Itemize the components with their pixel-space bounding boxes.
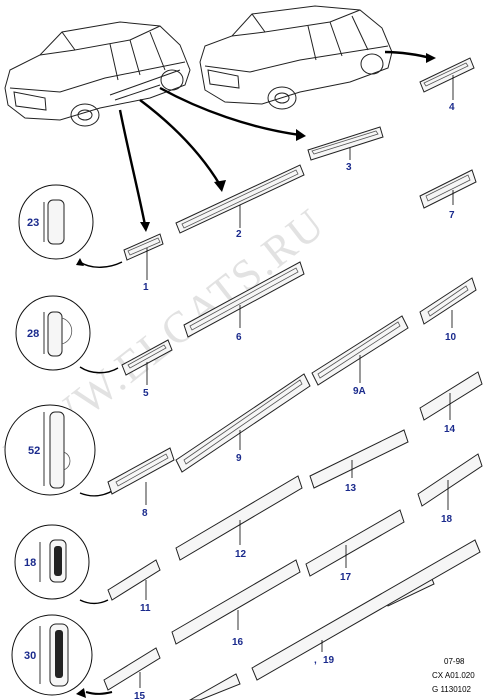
dimension-30: 30 [24, 650, 36, 662]
callout-12: 12 [235, 549, 247, 560]
callout-10: 10 [445, 332, 457, 343]
callout-6: 6 [236, 332, 242, 343]
detail-circle-52: 52 [4, 404, 96, 496]
callout-9a: 9A [353, 386, 366, 397]
part-15: 15 [103, 647, 161, 700]
part-3: 3 [307, 126, 384, 173]
callout-15: 15 [134, 691, 146, 700]
callout-3: 3 [346, 162, 352, 173]
footer-ref-1: CX A01.020 [432, 671, 475, 680]
detail-circle-30: 30 [11, 614, 93, 696]
dimension-52: 52 [28, 445, 40, 457]
dimension-28: 28 [27, 328, 39, 340]
callout-1: 1 [143, 282, 149, 293]
callout-5: 5 [143, 388, 149, 399]
part-7: 7 [419, 169, 477, 221]
arrow-to-part-3 [159, 86, 301, 137]
callout-8: 8 [142, 508, 148, 519]
part-8: 8 [107, 447, 175, 519]
callout-16: 16 [232, 637, 244, 648]
arrow-to-part-1 [118, 109, 147, 226]
part-14: 14 [419, 371, 483, 435]
callout-19: 19 [323, 655, 335, 666]
part-17: 17 [305, 509, 405, 583]
footer-ref-2: G 1130102 [432, 685, 472, 694]
callout-19-prefix: , [314, 655, 317, 666]
part-6: 6 [183, 261, 305, 343]
callout-14: 14 [444, 424, 456, 435]
detail-circle-18: 18 [14, 524, 90, 600]
callout-17: 17 [340, 572, 352, 583]
part-9a: 9A [311, 315, 409, 397]
callout-13: 13 [345, 483, 357, 494]
callout-7: 7 [449, 210, 455, 221]
callout-18: 18 [441, 514, 453, 525]
callout-4: 4 [449, 102, 455, 113]
part-5: 5 [121, 339, 173, 399]
dimension-18: 18 [24, 557, 36, 569]
part-16: 16 [171, 559, 301, 648]
detail-circle-23: 23 [18, 184, 94, 260]
part-18: 18 [417, 453, 483, 525]
part-10: 10 [419, 277, 477, 343]
part-1: 1 [123, 233, 164, 293]
footer-date: 07-98 [444, 657, 465, 666]
part-19: , 19 [251, 539, 481, 681]
part-partial-bottom [188, 673, 241, 700]
part-2: 2 [175, 164, 305, 240]
car-illustration-right [199, 5, 393, 110]
part-12: 12 [175, 475, 303, 561]
dimension-23: 23 [27, 217, 39, 229]
part-11: 11 [107, 559, 161, 614]
arrow-to-part-2 [139, 99, 222, 186]
car-illustration-left [4, 21, 191, 127]
part-9: 9 [175, 373, 311, 473]
callout-2: 2 [236, 229, 242, 240]
callout-9: 9 [236, 453, 242, 464]
part-4: 4 [419, 57, 475, 113]
callout-11: 11 [140, 603, 151, 614]
detail-circle-28: 28 [15, 295, 91, 371]
part-13: 13 [309, 429, 409, 494]
